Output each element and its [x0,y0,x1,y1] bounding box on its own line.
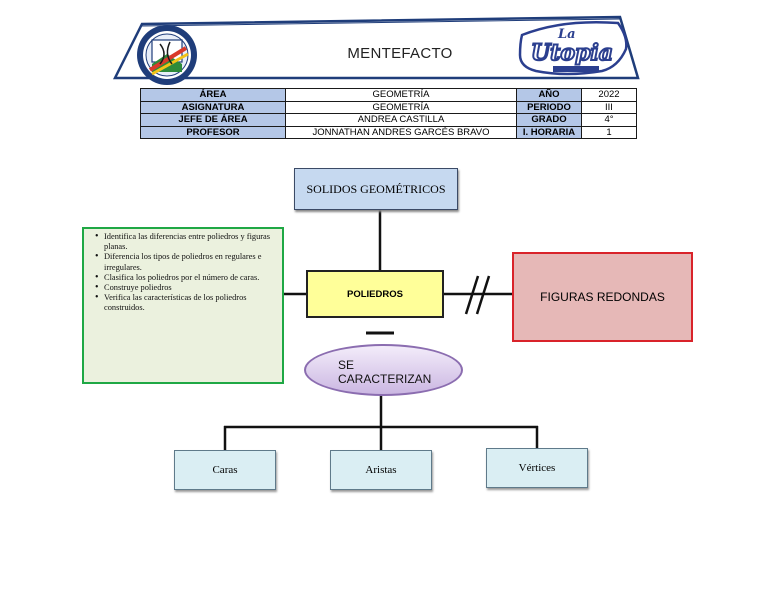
table-row: ASIGNATURA GEOMETRÍA PERIODO III [140,100,637,114]
la-utopia-logo: La Utopia [518,20,628,76]
objectives-box: Identifica las diferencias entre poliedr… [82,227,284,384]
table-row: PROFESOR JONNATHAN ANDRES GARCÉS BRAVO I… [140,125,637,139]
year-label: AÑO [516,88,582,102]
school-crest-icon [137,25,197,85]
part-box-caras: Caras [174,450,276,490]
objectives-list: Identifica las diferencias entre poliedr… [88,232,276,314]
part-box-vertices: Vértices [486,448,588,488]
page-title: MENTEFACTO [347,45,453,62]
hours-value: 1 [581,125,637,139]
exclusion-slash-icon [464,275,480,315]
list-item: Identifica las diferencias entre poliedr… [95,232,276,252]
table-row: ÁREA GEOMETRÍA AÑO 2022 [140,88,637,102]
concept-box: POLIEDROS [306,270,444,318]
header-trapezoid [112,15,640,80]
header-trapezoid-inner-line [141,18,621,27]
exclusion-slash-icon [475,275,491,315]
grade-label: GRADO [516,113,582,127]
list-item: Construye poliedros [95,283,276,293]
svg-text:Utopia: Utopia [531,40,613,66]
teacher-label: PROFESOR [140,125,286,139]
characterize-ellipse: SE CARACTERIZAN [304,344,463,396]
list-item: Verifica las características de los poli… [95,293,276,313]
table-row: JEFE DE ÁREA ANDREA CASTILLA GRADO 4° [140,113,637,127]
exclusion-box: FIGURAS REDONDAS [512,252,693,342]
part-box-aristas: Aristas [330,450,432,490]
area-head-label: JEFE DE ÁREA [140,113,286,127]
info-table: ÁREA GEOMETRÍA AÑO 2022 ASIGNATURA GEOME… [140,88,637,139]
list-item: Clasifica los poliedros por el número de… [95,273,276,283]
list-item: Diferencia los tipos de poliedros en reg… [95,252,276,272]
area-label: ÁREA [140,88,286,102]
svg-text:La: La [557,27,576,42]
supraordinate-box: SOLIDOS GEOMÉTRICOS [294,168,458,210]
hours-label: I. HORARIA [516,125,582,139]
characterize-label: SE CARACTERIZAN [338,358,432,386]
